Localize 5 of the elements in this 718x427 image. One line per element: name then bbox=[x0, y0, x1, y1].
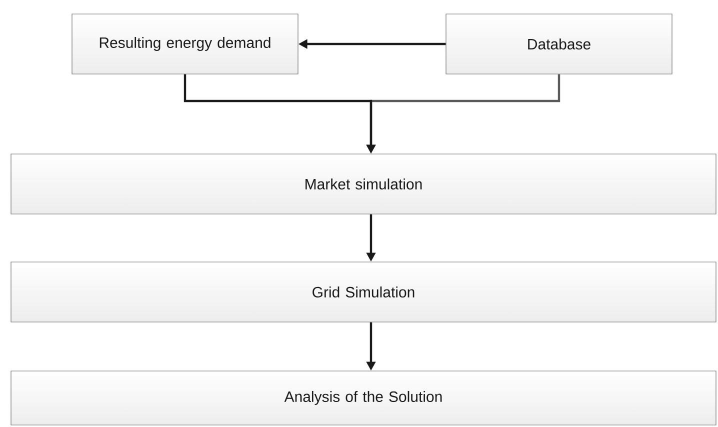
process-box: Database bbox=[446, 14, 672, 74]
process-box: Market simulation bbox=[10, 154, 716, 214]
process-box: Analysis of the Solution bbox=[10, 370, 716, 426]
process-box: Resulting energy demand bbox=[72, 14, 298, 74]
process-box: Grid Simulation bbox=[10, 262, 716, 322]
